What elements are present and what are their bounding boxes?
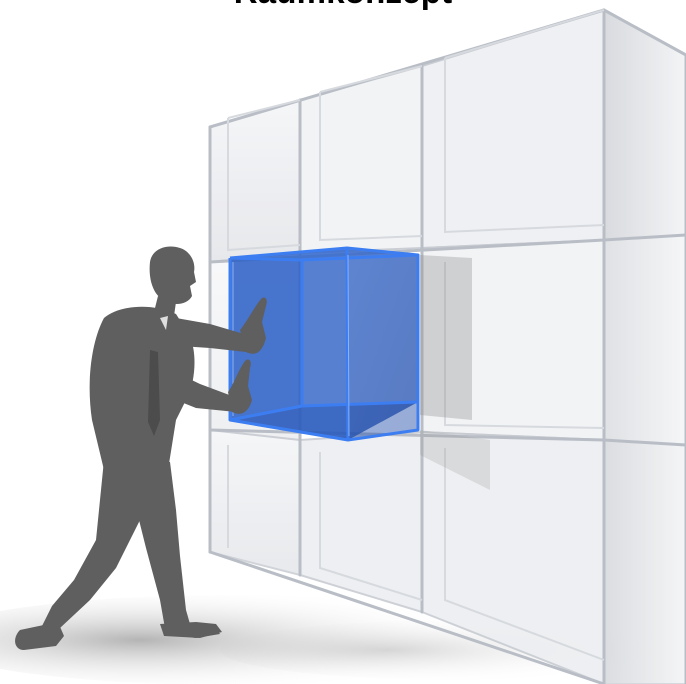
cube-shadow bbox=[420, 255, 472, 420]
